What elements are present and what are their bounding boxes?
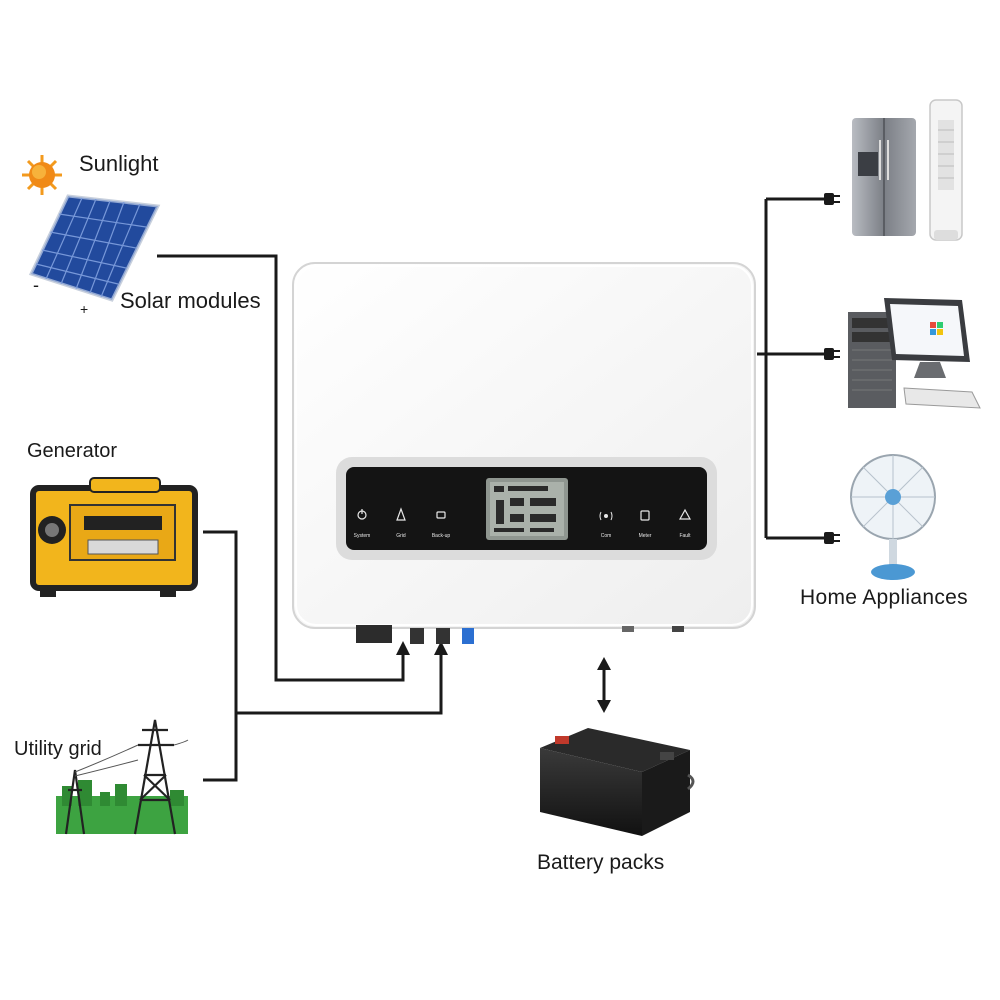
button-label: Fault xyxy=(679,533,691,539)
solar-line xyxy=(157,254,405,682)
utility-grid-icon xyxy=(56,719,189,835)
connection-lines xyxy=(157,197,826,782)
plug-icon-fridge xyxy=(824,193,840,205)
solar-modules-label: Solar modules xyxy=(120,288,261,313)
button-label: System xyxy=(354,533,371,539)
inverter-button-system[interactable]: System xyxy=(354,509,371,539)
inverter-button-fault[interactable]: Fault xyxy=(678,508,692,539)
inverter-button-meter[interactable]: Meter xyxy=(639,510,652,539)
grid-arrowhead xyxy=(434,641,448,655)
battery-arrow-up xyxy=(597,657,611,670)
inverter-unit xyxy=(292,262,756,644)
computer-icon xyxy=(848,298,981,409)
ac-connector[interactable] xyxy=(436,628,450,644)
battery-arrow-down xyxy=(597,700,611,713)
utility-grid-label: Utility grid xyxy=(14,738,102,760)
solar-panel-icon xyxy=(28,194,161,302)
sunlight-label: Sunlight xyxy=(79,151,159,176)
plug-icon xyxy=(436,511,446,519)
connector-cover xyxy=(356,625,392,643)
home-appliances-label: Home Appliances xyxy=(800,586,968,609)
battery-pack-icon xyxy=(540,728,695,836)
panel-minus-label: - xyxy=(33,275,39,295)
ac-input-line xyxy=(236,653,443,715)
battery-connector[interactable] xyxy=(462,628,474,644)
tower-icon xyxy=(396,507,406,521)
inverter-button-com[interactable]: Com xyxy=(599,511,613,539)
air-conditioner-icon xyxy=(929,99,963,241)
button-label: Meter xyxy=(639,533,652,539)
button-label: Back-up xyxy=(432,533,451,539)
pv-connector[interactable] xyxy=(410,628,424,644)
solar-arrowhead xyxy=(396,641,410,655)
panel-plus-label: + xyxy=(80,301,89,317)
signal-icon xyxy=(604,514,608,518)
generator-label: Generator xyxy=(27,440,118,462)
generator-line xyxy=(203,530,238,782)
plug-icon-fan xyxy=(824,532,840,544)
battery-packs-label: Battery packs xyxy=(537,851,665,874)
button-label: Com xyxy=(601,533,612,539)
button-label: Grid xyxy=(396,533,406,539)
arrowheads xyxy=(396,641,611,713)
fan-icon xyxy=(850,454,936,580)
warning-icon xyxy=(678,508,692,520)
refrigerator-icon xyxy=(852,118,916,236)
meter-icon xyxy=(640,510,650,521)
plug-icon-pc xyxy=(824,348,840,360)
sun-icon xyxy=(22,155,62,195)
inverter-button-grid[interactable]: Grid xyxy=(396,507,406,539)
generator-icon xyxy=(30,477,198,597)
inverter-button-backup[interactable]: Back-up xyxy=(432,511,451,539)
